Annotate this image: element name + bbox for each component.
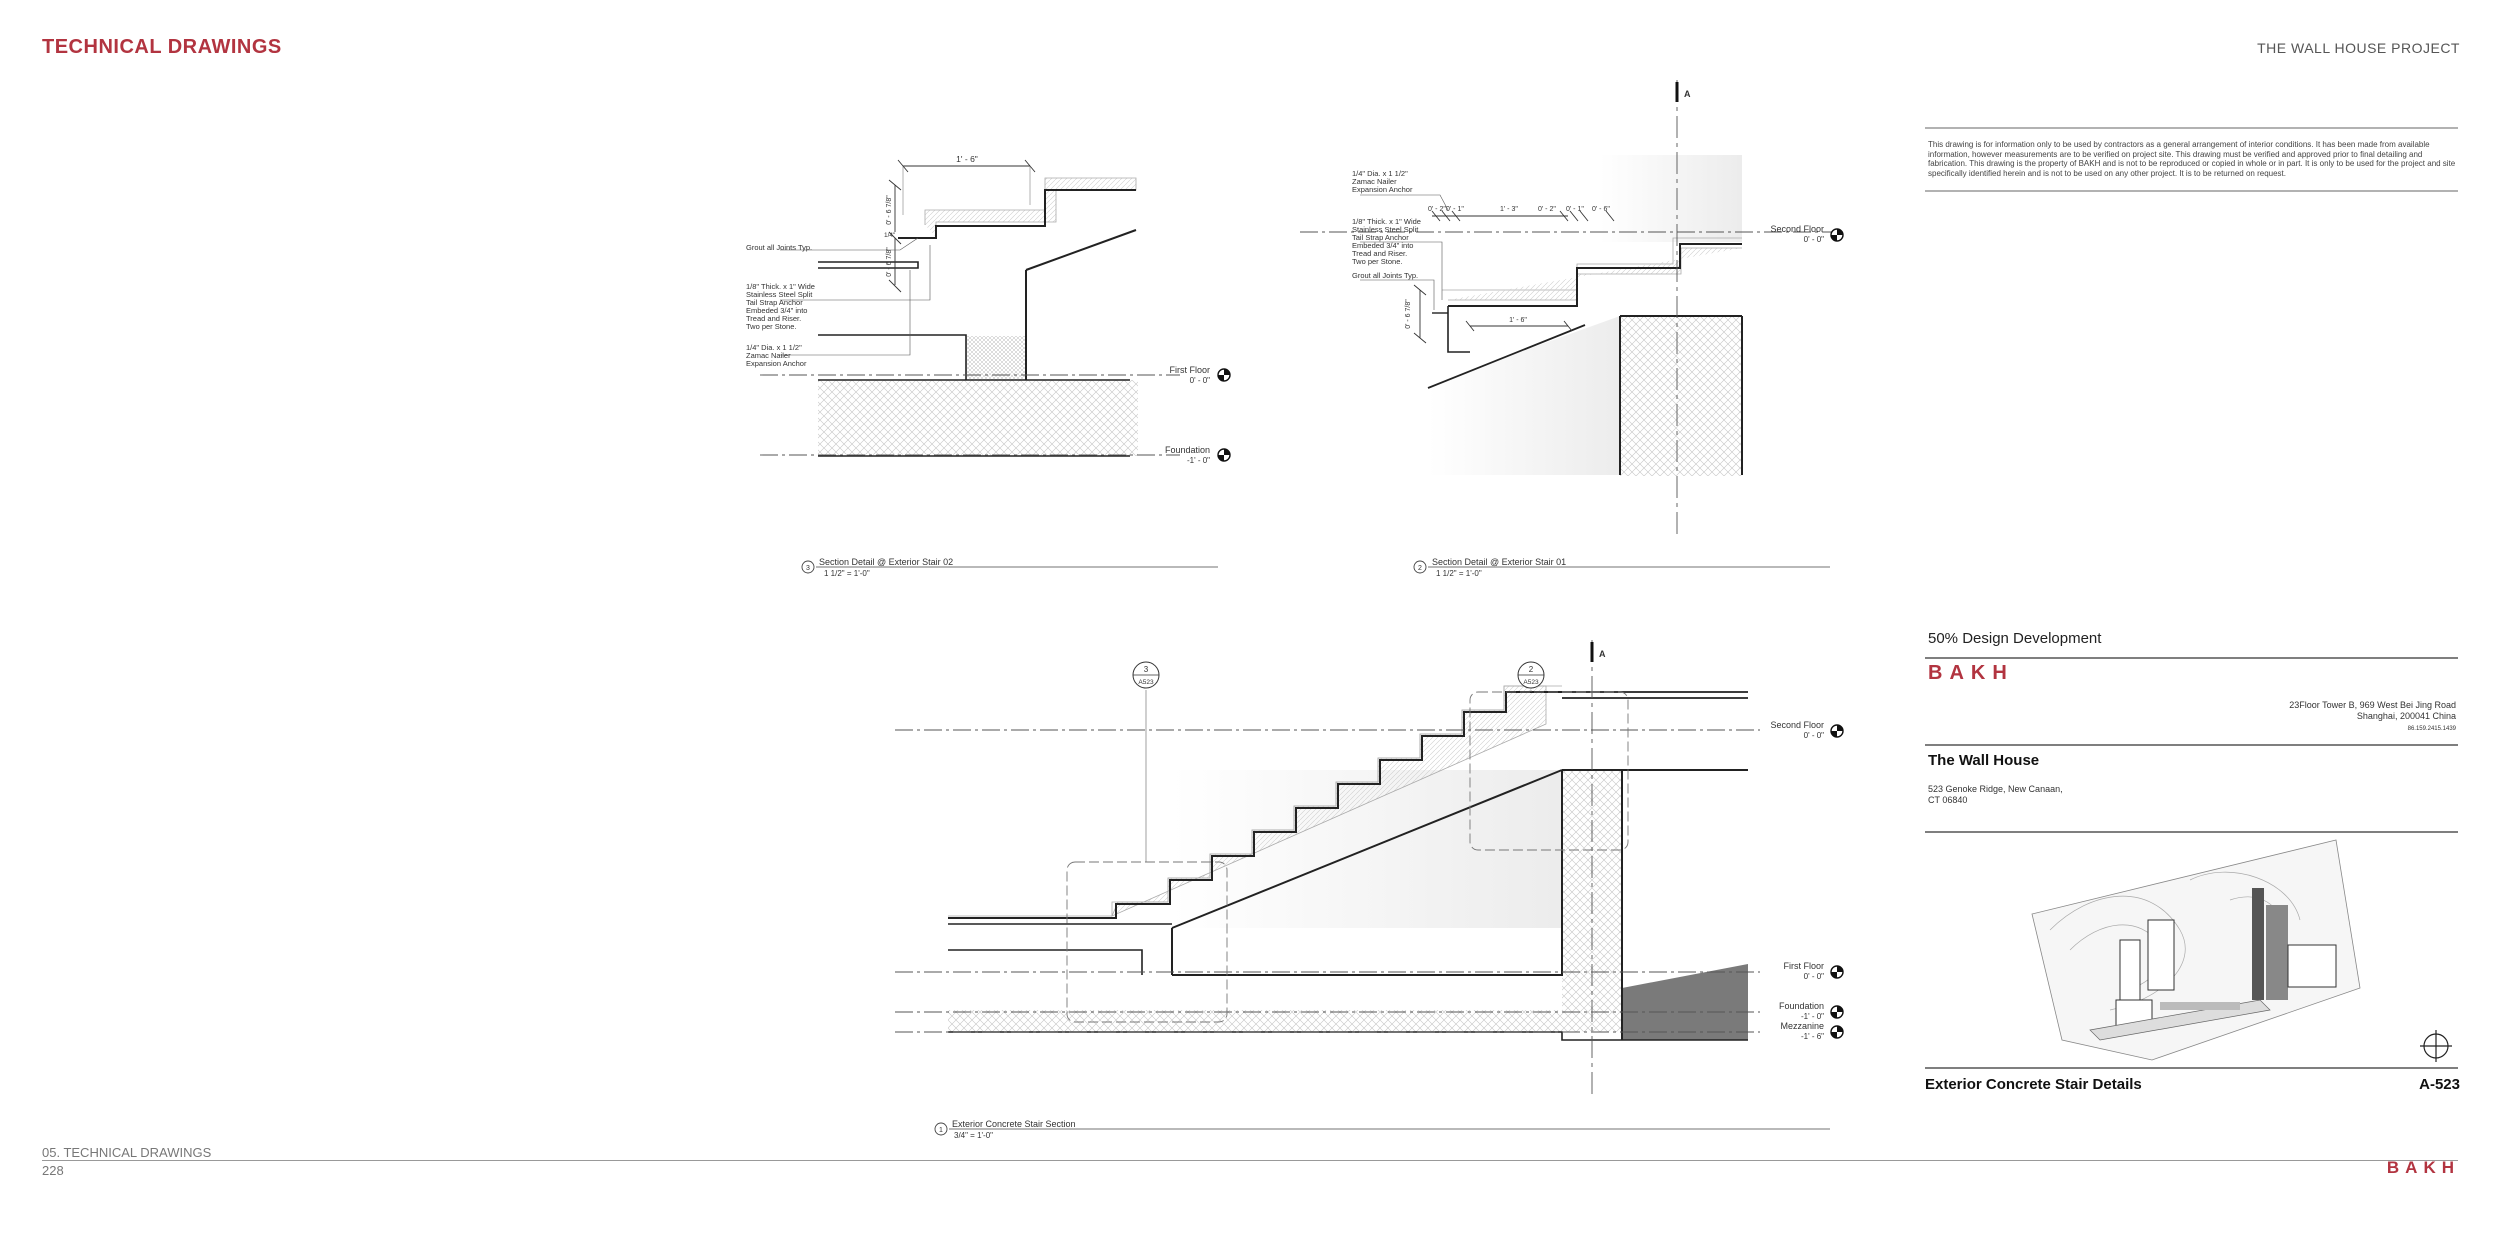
svg-text:0' - 0": 0' - 0" (1804, 731, 1825, 740)
svg-text:2: 2 (1418, 565, 1422, 572)
level-marker: First Floor 0' - 0" (1170, 365, 1231, 385)
address-line: 523 Genoke Ridge, New Canaan, (1928, 784, 2063, 794)
svg-text:3: 3 (806, 565, 810, 572)
level-marker: First Floor 0' - 0" (1784, 961, 1844, 981)
level-marker: Second Floor 0' - 0" (1770, 224, 1844, 244)
note-strap-anchor: 1/8" Thick. x 1" Wide Stainless Steel Sp… (1352, 217, 1423, 266)
detail-stair-01: A 0' - 2" 0' - 1" 1' - 3" 0' - 2" 0' - 1… (1300, 80, 1844, 578)
svg-text:First Floor: First Floor (1784, 961, 1825, 971)
project-name: THE WALL HOUSE PROJECT (2257, 40, 2460, 56)
address-line: 23Floor Tower B, 969 West Bei Jing Road (2289, 700, 2456, 710)
dim-label: 1' - 3" (1500, 206, 1518, 213)
section-marker: A (1684, 89, 1691, 99)
sheet-number: A-523 (2419, 1076, 2460, 1093)
dim-label: 0' - 1" (1446, 206, 1464, 213)
dim-riser-label: 0' - 6 7/8" (886, 195, 893, 225)
dim-riser-label: 0' - 6 7/8" (886, 247, 893, 277)
svg-text:First Floor: First Floor (1170, 365, 1211, 375)
svg-text:-1' - 0": -1' - 0" (1801, 1012, 1824, 1021)
firm-phone: 86.159.2415.1439 (2407, 726, 2456, 732)
detail-title-stair-02: 3 Section Detail @ Exterior Stair 02 1 1… (801, 557, 1218, 578)
svg-text:3/4" = 1'-0": 3/4" = 1'-0" (954, 1131, 993, 1140)
level-marker: Second Floor 0' - 0" (1770, 720, 1844, 740)
svg-text:0' - 0": 0' - 0" (1190, 376, 1211, 385)
page-title: TECHNICAL DRAWINGS (42, 36, 282, 58)
dim-label: 0' - 6" (1592, 206, 1610, 213)
detail-stair-section: A 3 A523 2 A523 Second Floor 0' - 0" Fir… (895, 640, 1844, 1140)
svg-text:A523: A523 (1138, 679, 1154, 686)
dim-tread-label: 1' - 6" (956, 154, 978, 164)
level-marker: Mezzanine -1' - 6" (1780, 1021, 1844, 1041)
key-plan (2031, 839, 2361, 1061)
disclaimer-note: This drawing is for information only to … (1928, 140, 2456, 178)
svg-text:0' - 0": 0' - 0" (1804, 972, 1825, 981)
footer-divider (42, 1160, 2458, 1161)
svg-text:Foundation: Foundation (1779, 1001, 1824, 1011)
title-block-frame (1925, 127, 2458, 1069)
project-address: 523 Genoke Ridge, New Canaan, CT 06840 (1928, 784, 2063, 806)
svg-text:1: 1 (939, 1127, 943, 1134)
svg-text:Exterior Concrete Stair Sectio: Exterior Concrete Stair Section (952, 1119, 1076, 1129)
north-arrow-icon (2420, 1030, 2452, 1062)
project-title: The Wall House (1928, 752, 2040, 769)
svg-text:Section Detail @ Exterior Stai: Section Detail @ Exterior Stair 02 (819, 557, 953, 567)
svg-text:-1' - 0": -1' - 0" (1187, 456, 1210, 465)
note-expansion-anchor: 1/4" Dia. x 1 1/2" Zamac Nailer Expansio… (746, 343, 807, 368)
dim-label: 0' - 2" (1428, 206, 1446, 213)
dim-label: 0' - 6 7/8" (1405, 299, 1412, 329)
detail-title-stair-01: 2 Section Detail @ Exterior Stair 01 1 1… (1413, 557, 1830, 578)
footer-section-label: 05. TECHNICAL DRAWINGS (42, 1145, 212, 1160)
svg-text:Section Detail @ Exterior Stai: Section Detail @ Exterior Stair 01 (1432, 557, 1566, 567)
footer-logo: BAKH (2386, 1158, 2460, 1177)
sheet-title: Exterior Concrete Stair Details (1925, 1076, 2142, 1093)
svg-text:1 1/2" = 1'-0": 1 1/2" = 1'-0" (1436, 569, 1482, 578)
svg-text:Second Floor: Second Floor (1770, 224, 1824, 234)
address-line: Shanghai, 200041 China (2356, 711, 2456, 721)
svg-text:A523: A523 (1523, 679, 1539, 686)
svg-text:0' - 0": 0' - 0" (1804, 235, 1825, 244)
svg-text:Second Floor: Second Floor (1770, 720, 1824, 730)
note-grout: Grout all Joints Typ. (746, 243, 812, 252)
svg-text:Mezzanine: Mezzanine (1780, 1021, 1824, 1031)
level-marker: Foundation -1' - 0" (1165, 445, 1231, 465)
note-grout: Grout all Joints Typ. (1352, 271, 1418, 280)
detail-stair-02: 1' - 6" 0' - 6 7/8" 0' - 6 7/8" 1/4" Gro… (746, 154, 1231, 578)
dim-label: 0' - 1" (1566, 206, 1584, 213)
detail-callout[interactable]: 2 A523 (1517, 661, 1545, 689)
dim-label: 1' - 6" (1509, 317, 1527, 324)
firm-address: 23Floor Tower B, 969 West Bei Jing Road … (2289, 700, 2456, 722)
svg-text:2: 2 (1529, 665, 1534, 674)
firm-logo: BAKH (1928, 662, 2014, 684)
note-strap-anchor: 1/8" Thick. x 1" Wide Stainless Steel Sp… (746, 282, 817, 331)
note-expansion-anchor: 1/4" Dia. x 1 1/2" Zamac Nailer Expansio… (1352, 169, 1413, 194)
design-status: 50% Design Development (1928, 630, 2102, 647)
dim-label: 0' - 2" (1538, 206, 1556, 213)
dim-small-label: 1/4" (884, 232, 896, 239)
svg-text:3: 3 (1144, 665, 1149, 674)
svg-text:1 1/2" = 1'-0": 1 1/2" = 1'-0" (824, 569, 870, 578)
svg-text:Foundation: Foundation (1165, 445, 1210, 455)
detail-title-section: 1 Exterior Concrete Stair Section 3/4" =… (934, 1119, 1830, 1140)
address-line: CT 06840 (1928, 795, 1968, 805)
detail-callout[interactable]: 3 A523 (1132, 661, 1160, 689)
level-marker: Foundation -1' - 0" (1779, 1001, 1844, 1021)
section-marker: A (1599, 649, 1606, 659)
page-number: 228 (42, 1163, 64, 1178)
svg-text:-1' - 6": -1' - 6" (1801, 1032, 1824, 1041)
